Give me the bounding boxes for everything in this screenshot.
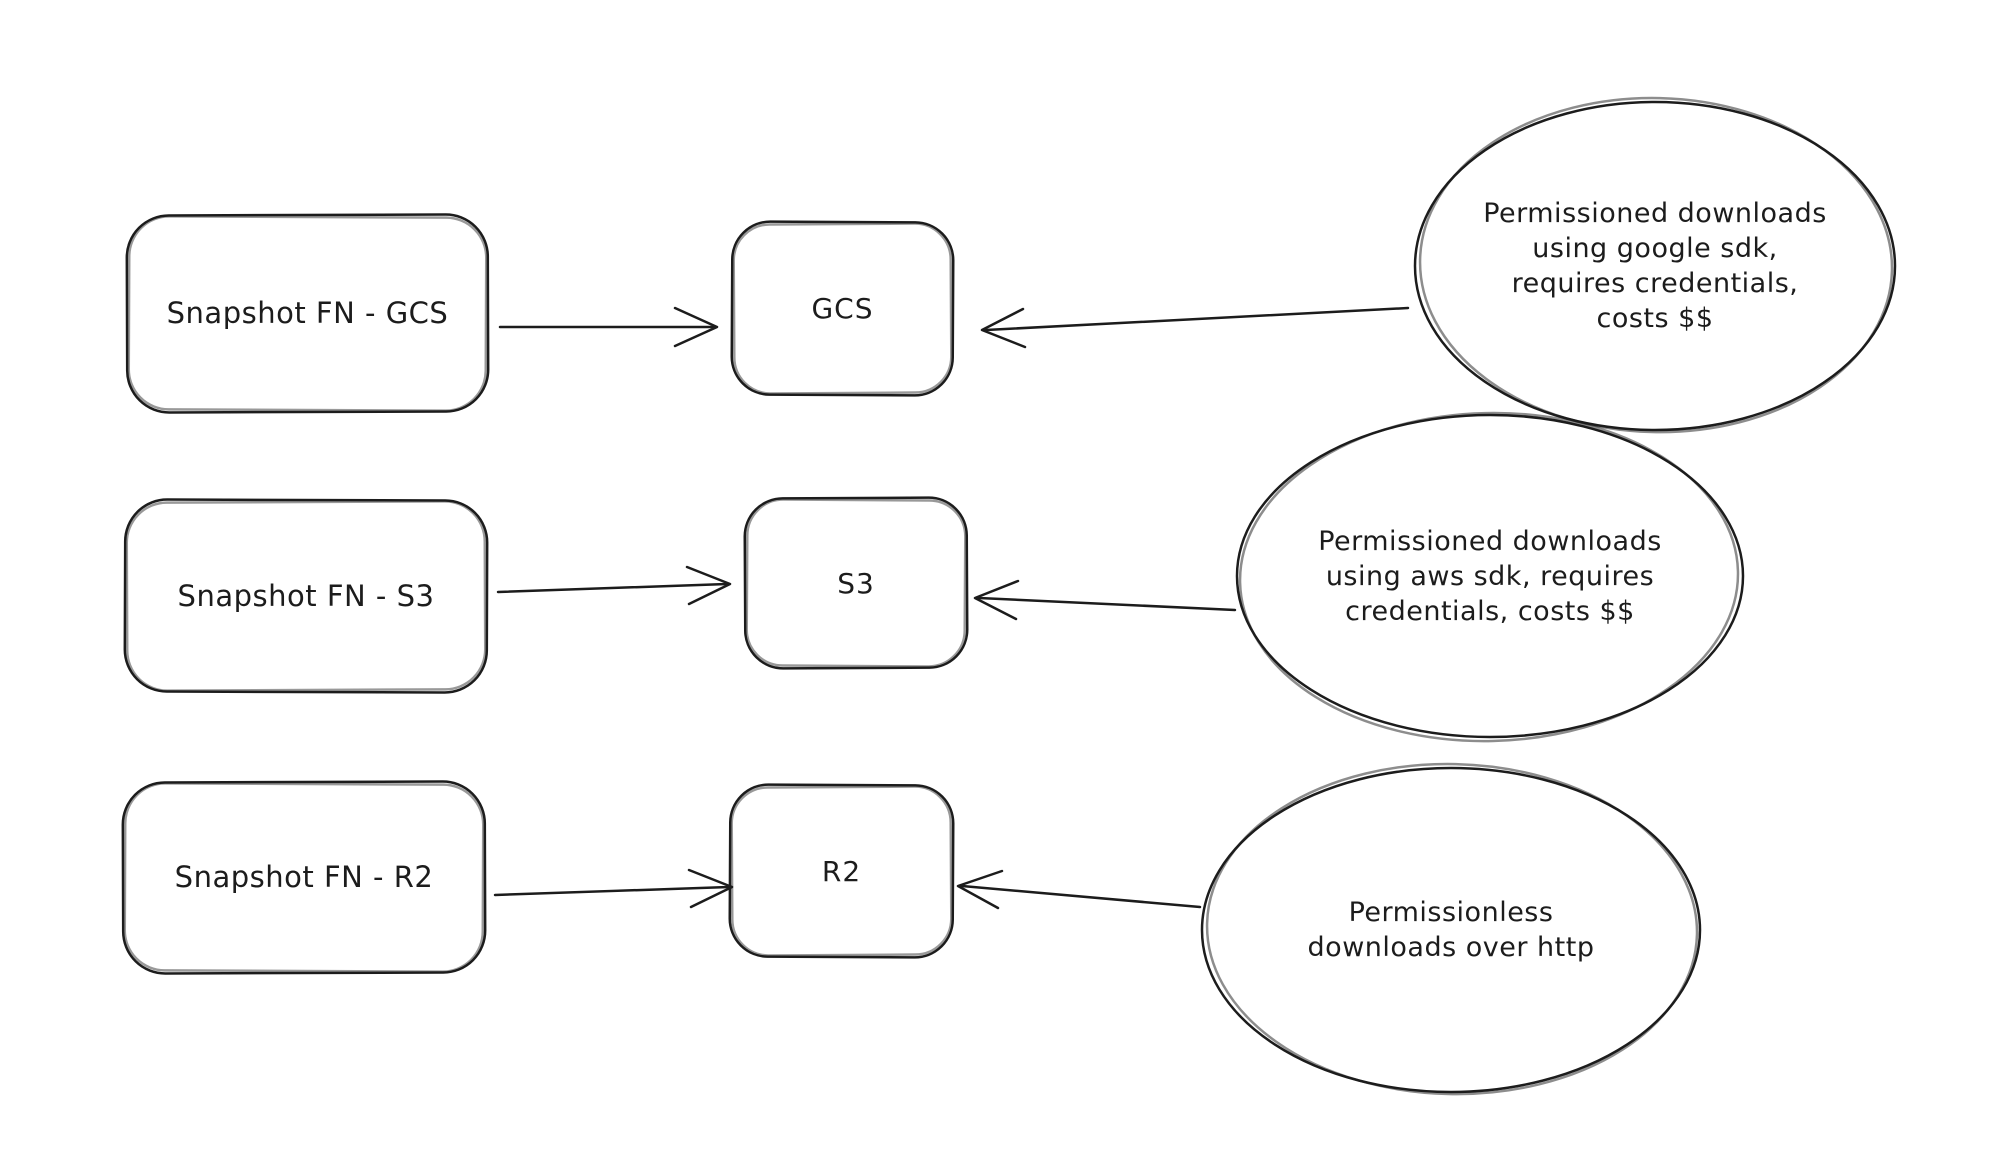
arrow-snapshot-gcs-to-gcs: [498, 306, 719, 348]
arrow-r2-note-to-r2: [956, 869, 1202, 910]
snapshot-s3-box: [123, 498, 489, 694]
gcs-note-ellipse: [1413, 96, 1897, 434]
arrow-snapshot-s3-to-s3: [496, 565, 732, 606]
r2-note-ellipse: [1200, 762, 1702, 1096]
arrow-snapshot-r2-to-r2: [493, 868, 734, 909]
snapshot-gcs-box: [125, 213, 490, 414]
arrow-s3-note-to-s3: [973, 579, 1237, 621]
gcs-box: [730, 220, 955, 397]
snapshot-r2-box: [121, 780, 487, 975]
s3-note-ellipse: [1235, 411, 1745, 743]
r2-box: [728, 783, 955, 959]
s3-box: [743, 496, 969, 670]
arrow-gcs-note-to-gcs: [980, 306, 1410, 349]
